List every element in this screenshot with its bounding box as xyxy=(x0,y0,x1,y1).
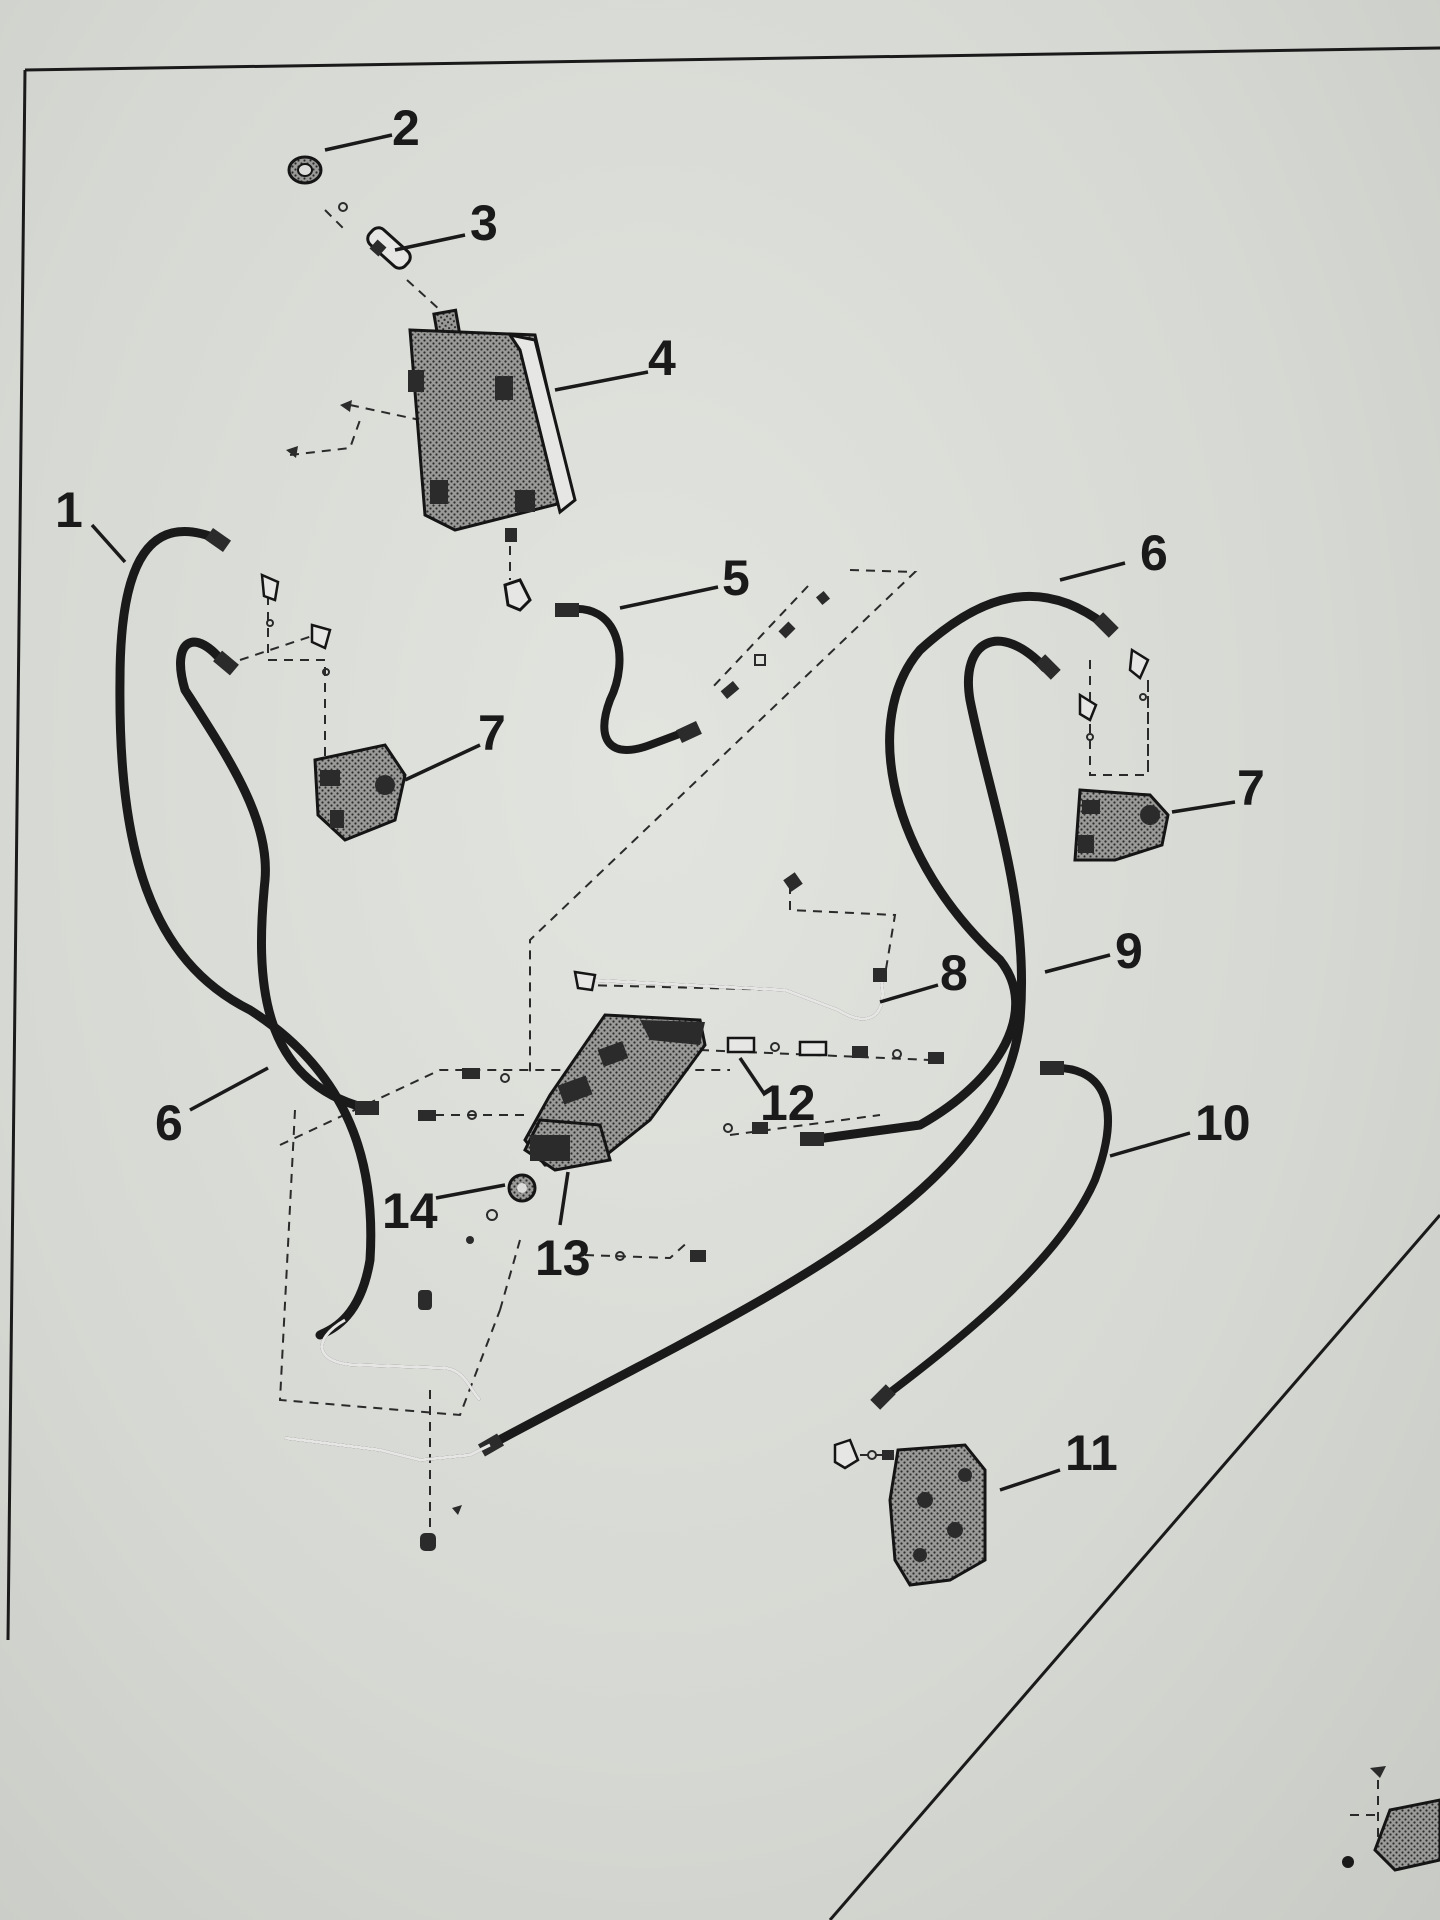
callout-labels: 2 3 4 1 5 6 7 7 8 9 10 11 12 6 13 14 xyxy=(55,100,1265,1481)
hose-5 xyxy=(561,604,694,754)
hose-lines xyxy=(115,527,1112,1450)
part-2-cap xyxy=(287,155,323,185)
part-14-plug xyxy=(507,1173,537,1203)
callout-1: 1 xyxy=(55,482,83,538)
callout-7-right: 7 xyxy=(1237,760,1265,816)
part-7-left-fittings xyxy=(260,573,332,676)
hose-6-left xyxy=(176,637,370,1113)
elbow-fitting xyxy=(503,578,532,612)
callout-9: 9 xyxy=(1115,923,1143,979)
callout-14: 14 xyxy=(382,1183,438,1239)
part-13-control-valve xyxy=(523,1013,707,1172)
callout-5: 5 xyxy=(722,550,750,606)
adjacent-diagram-part xyxy=(1342,1766,1440,1872)
callout-11: 11 xyxy=(1065,1425,1118,1481)
line-fittings-top xyxy=(720,590,831,699)
part-7-right-fittings xyxy=(1078,647,1150,741)
callout-10: 10 xyxy=(1195,1095,1251,1151)
hose-10 xyxy=(876,1063,1112,1404)
part-7-left-valve xyxy=(313,743,407,842)
part-11-valve-block xyxy=(833,1438,987,1587)
page-frame xyxy=(6,46,1440,1920)
lower-tube-assembly xyxy=(284,1318,491,1462)
o-ring xyxy=(338,202,348,212)
part-3-filler-neck xyxy=(366,226,412,270)
callout-8: 8 xyxy=(940,945,968,1001)
callout-12: 12 xyxy=(760,1075,816,1131)
part-7-right-valve xyxy=(1073,788,1170,862)
hose-fittings xyxy=(204,527,1119,1457)
callout-6-right: 6 xyxy=(1140,525,1168,581)
callout-13: 13 xyxy=(535,1230,591,1286)
callout-3: 3 xyxy=(470,195,498,251)
callout-7-left: 7 xyxy=(478,705,506,761)
hose-1 xyxy=(115,527,376,1340)
callout-2: 2 xyxy=(392,100,420,156)
small-hardware xyxy=(418,1209,706,1551)
leader-lines xyxy=(90,133,1236,1492)
hose-6-right xyxy=(805,591,1110,1145)
part-4-reservoir-tank xyxy=(408,308,577,542)
callout-4: 4 xyxy=(648,330,676,386)
hose-9 xyxy=(485,636,1050,1450)
tank-mount-screws xyxy=(286,400,352,458)
part-12-fittings-row xyxy=(418,1036,944,1134)
part-8-tube xyxy=(573,872,887,1021)
callout-6-left: 6 xyxy=(155,1095,183,1151)
